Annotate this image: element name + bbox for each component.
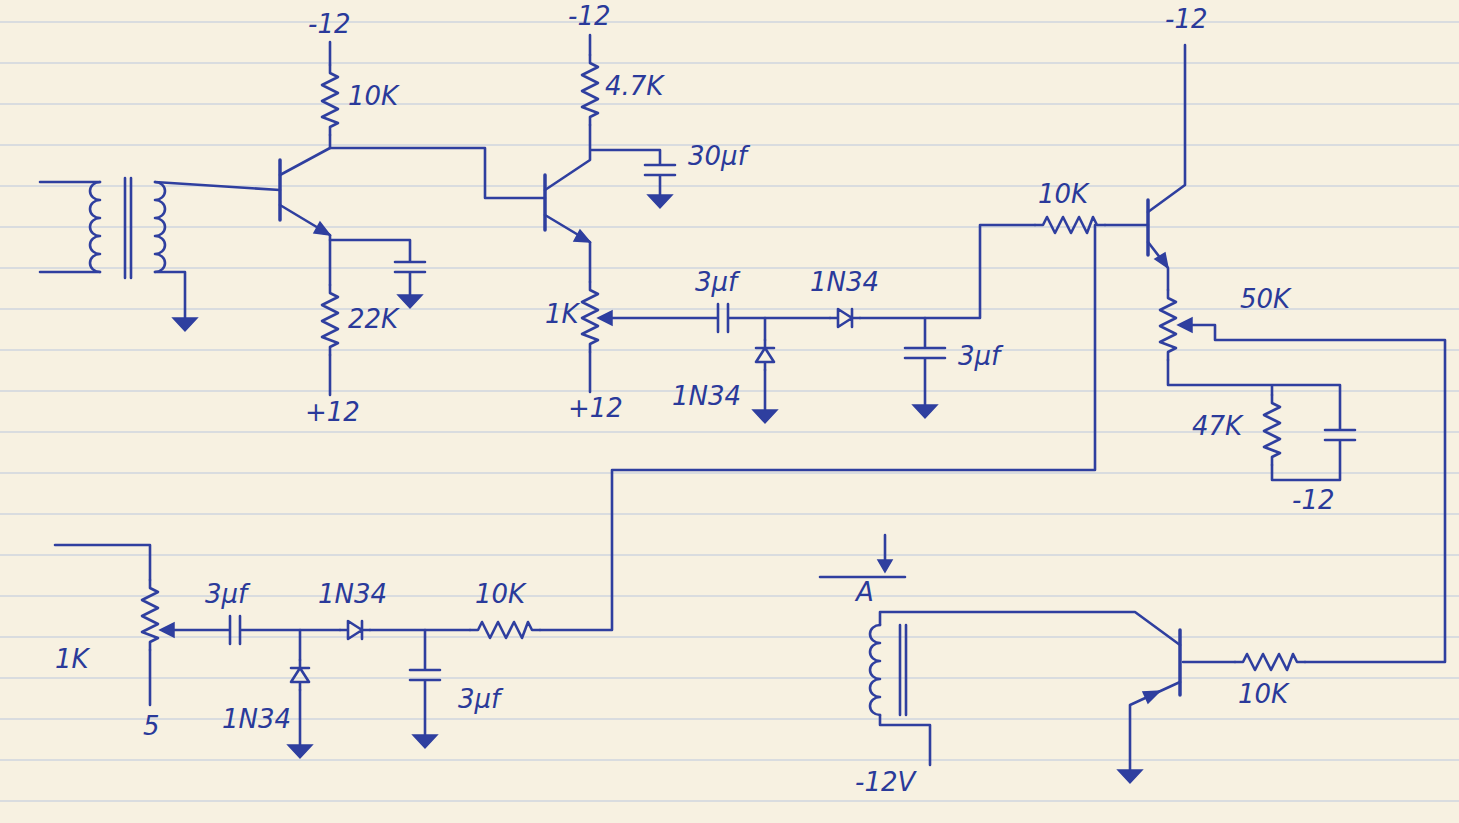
- transformer: [40, 178, 280, 331]
- ground-symbol: [753, 410, 777, 423]
- wire: [545, 35, 675, 195]
- diode-symbol: [291, 660, 309, 690]
- wire: [925, 225, 1148, 318]
- transistor-stage-1: [280, 42, 425, 395]
- relay-coil: [870, 625, 880, 715]
- transistor-base: [1178, 630, 1182, 695]
- wiper-arrow: [598, 311, 612, 325]
- wire: [1183, 325, 1445, 662]
- potentiometer-symbol: [142, 580, 158, 650]
- component-label: 1N34: [222, 705, 291, 734]
- wire: [330, 240, 425, 295]
- component-label: -12: [308, 10, 350, 39]
- component-label: 3μf: [205, 580, 247, 609]
- secondary-coil: [155, 182, 165, 272]
- wiper-arrow: [160, 623, 174, 637]
- component-label: +12: [568, 394, 623, 423]
- resistor-symbol: [322, 65, 338, 135]
- component-label: -12: [1165, 5, 1207, 34]
- ground-symbol: [413, 735, 437, 748]
- component-label: 10K: [475, 580, 525, 609]
- ground-symbol: [913, 405, 937, 418]
- wire: [1148, 45, 1355, 480]
- component-label: 3μf: [695, 268, 737, 297]
- ruled-lines: [0, 22, 1459, 801]
- component-label: 50K: [1240, 285, 1290, 314]
- resistor-symbol: [1235, 654, 1305, 670]
- component-label: A: [856, 578, 874, 607]
- wire: [174, 225, 1095, 644]
- component-label: 30μf: [688, 142, 747, 171]
- relay-contact: [820, 535, 905, 577]
- component-label: 1K: [55, 645, 89, 674]
- lower-doubler: [55, 225, 1095, 758]
- wire: [880, 612, 1180, 770]
- wire: [330, 148, 545, 198]
- resistor-symbol: [322, 285, 338, 355]
- ground-symbol: [398, 295, 422, 308]
- component-label: 47K: [1192, 412, 1242, 441]
- wire: [40, 182, 100, 272]
- resistor-symbol: [470, 622, 540, 638]
- component-label: -12: [1292, 486, 1334, 515]
- component-label: 10K: [1238, 680, 1288, 709]
- ground-symbol: [173, 318, 197, 331]
- primary-coil: [90, 182, 100, 272]
- relay-driver: [820, 535, 1180, 783]
- ground-symbol: [288, 745, 312, 758]
- wire: [612, 304, 945, 405]
- transistor-stage-2: [330, 35, 945, 423]
- ground-symbol: [1118, 770, 1142, 783]
- ground-symbol: [648, 195, 672, 208]
- component-label: -12V: [855, 768, 915, 797]
- component-label: +12: [305, 398, 360, 427]
- wire: [880, 715, 930, 765]
- emitter-arrow: [314, 222, 330, 235]
- component-label: 3μf: [458, 685, 500, 714]
- emitter-arrow: [1143, 691, 1160, 703]
- wire: [55, 545, 150, 705]
- component-label: 1N34: [810, 268, 879, 297]
- emitter-arrow: [574, 230, 590, 242]
- component-label: 1K: [545, 300, 579, 329]
- potentiometer-symbol: [1160, 290, 1176, 360]
- transistor-base: [1146, 200, 1150, 255]
- wire: [155, 182, 280, 318]
- component-label: 10K: [1038, 180, 1088, 209]
- diode-symbol: [756, 340, 774, 370]
- wiper-arrow: [1178, 318, 1192, 332]
- transistor-base: [278, 160, 282, 220]
- diode-symbol: [830, 309, 860, 327]
- core: [125, 178, 131, 278]
- component-label: 4.7K: [605, 72, 663, 101]
- component-label: 10K: [348, 82, 398, 111]
- component-label: 1N34: [318, 580, 387, 609]
- potentiometer-symbol: [582, 282, 598, 352]
- component-label: 22K: [348, 305, 398, 334]
- diode-symbol: [340, 621, 370, 639]
- transistor-base: [543, 175, 547, 230]
- component-label: 3μf: [958, 342, 1000, 371]
- transistor-stage-3: [925, 45, 1445, 670]
- resistor-symbol: [1264, 395, 1280, 465]
- component-label: 1N34: [672, 382, 741, 411]
- wire: [280, 42, 330, 395]
- component-label: 5: [143, 712, 160, 741]
- emitter-arrow: [1155, 253, 1168, 268]
- contact-arrow: [878, 560, 892, 572]
- wire: [410, 630, 440, 735]
- component-label: -12: [568, 2, 610, 31]
- relay-core: [900, 625, 906, 715]
- resistor-symbol: [582, 55, 598, 125]
